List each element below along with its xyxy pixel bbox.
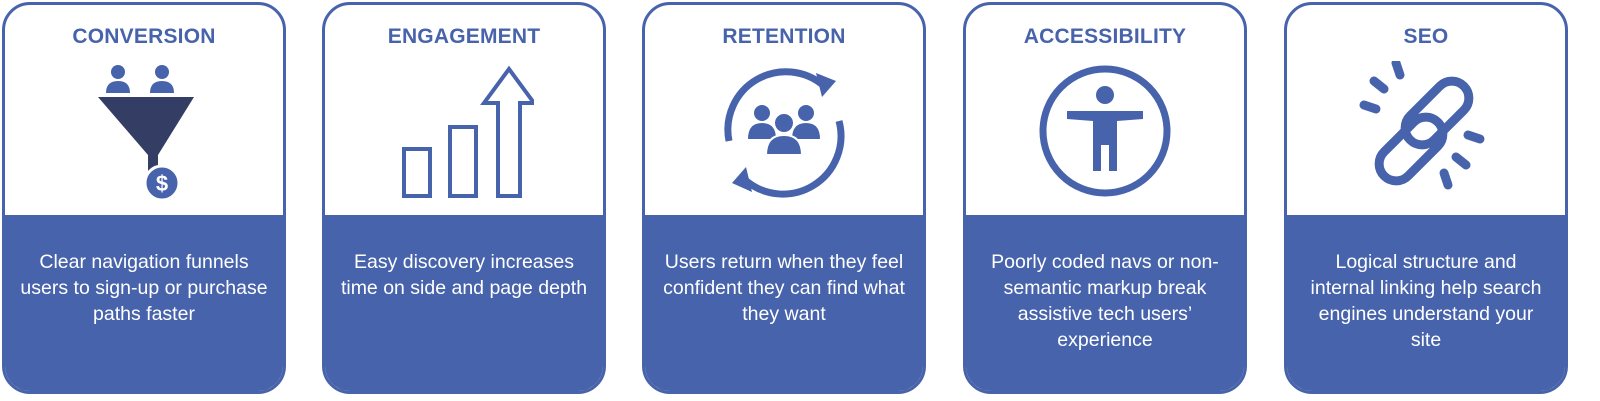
card-title: ACCESSIBILITY <box>1023 25 1187 48</box>
funnel-dollar-icon: $ <box>98 65 194 201</box>
card-seo: SEO Logical structure and internal linki… <box>1284 2 1568 394</box>
accessibility-icon <box>1039 65 1171 197</box>
card-title: RETENTION <box>722 25 846 48</box>
growth-bars-icon <box>402 65 534 198</box>
card-title: SEO <box>1403 25 1449 48</box>
card-description: Users return when they feel confident th… <box>645 215 923 391</box>
card-description: Easy discovery increases time on side an… <box>325 215 603 391</box>
card-description: Clear navigation funnels users to sign-u… <box>5 215 283 391</box>
card-accessibility: ACCESSIBILITY Poorly coded navs or non-s… <box>963 2 1247 394</box>
returning-users-icon <box>724 68 845 198</box>
card-title: CONVERSION <box>72 25 216 48</box>
card-description: Logical structure and internal linking h… <box>1287 215 1565 391</box>
card-retention: RETENTION Users return when they feel co… <box>642 2 926 394</box>
svg-text:$: $ <box>156 171 168 196</box>
card-engagement: ENGAGEMENT Easy discovery increases time… <box>322 2 606 394</box>
card-conversion: CONVERSION $ Clear navigation funnels us… <box>2 2 286 394</box>
broken-link-icon <box>1359 61 1485 190</box>
card-description: Poorly coded navs or non-semantic markup… <box>966 215 1244 391</box>
card-title: ENGAGEMENT <box>387 25 541 48</box>
